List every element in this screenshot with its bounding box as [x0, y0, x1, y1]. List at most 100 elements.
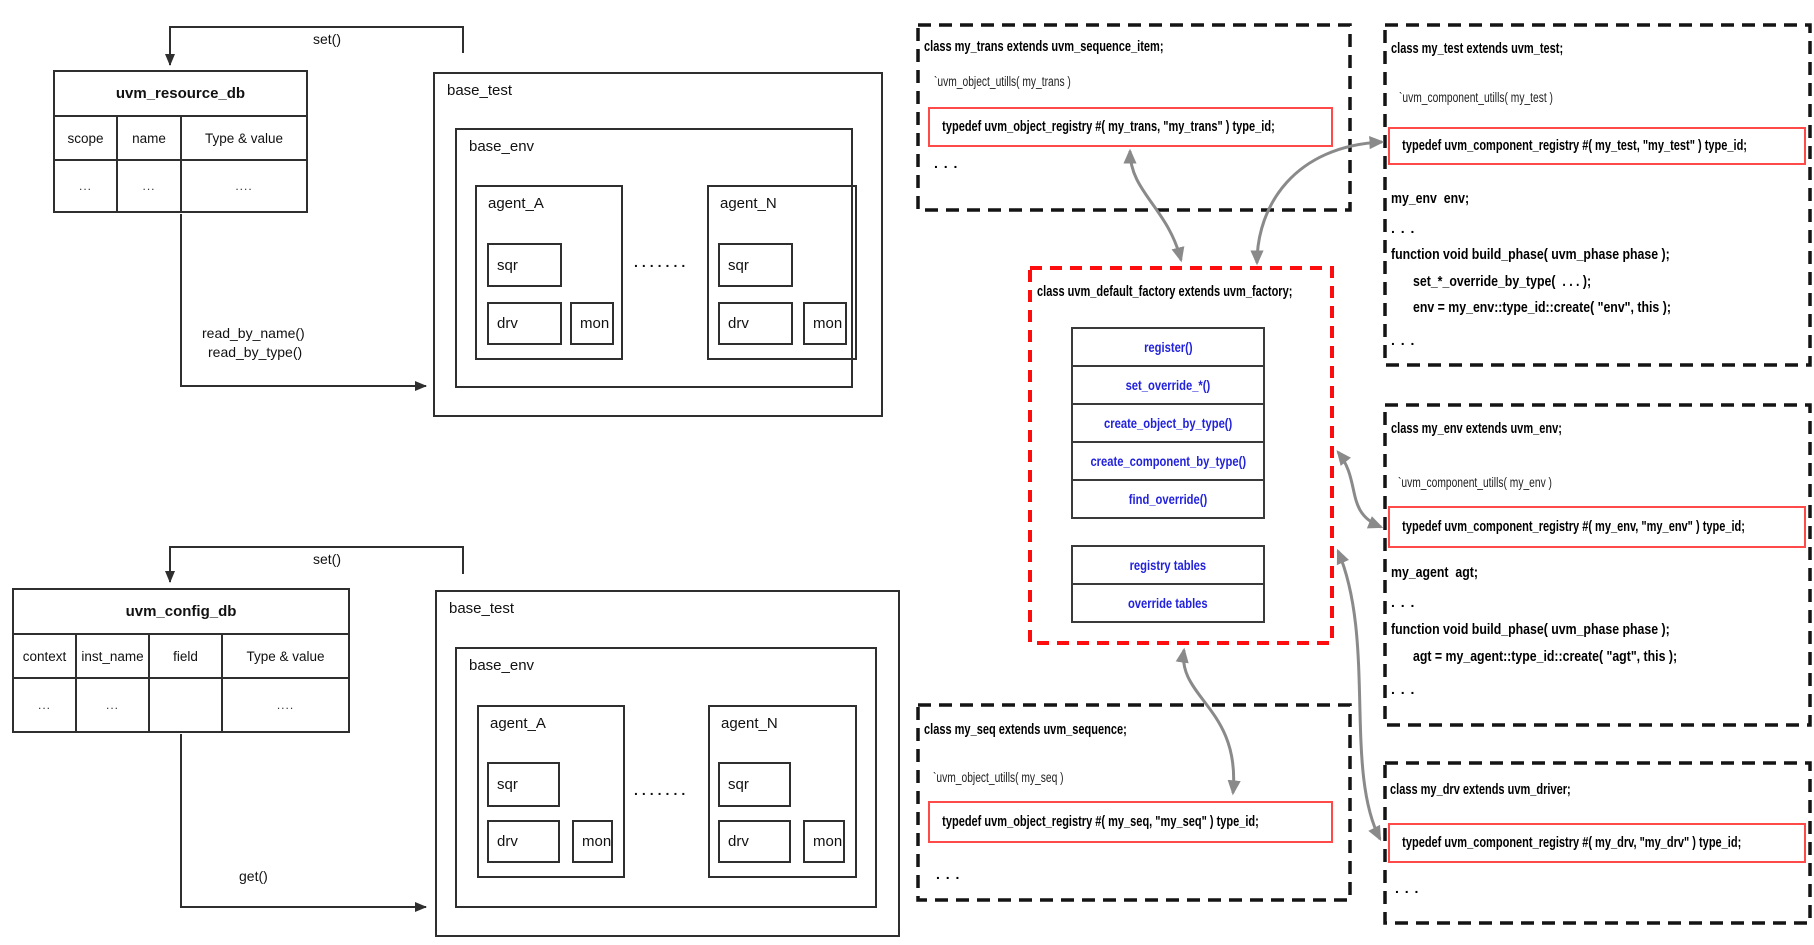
- drv-box: drv: [487, 820, 560, 863]
- my-test-utils-text: `uvm_component_utills( my_test ): [1399, 90, 1553, 105]
- config-cell: ....: [276, 698, 295, 712]
- my-test-body-line: function void build_phase( uvm_phase pha…: [1391, 246, 1719, 264]
- my-drv-typedef-text: typedef uvm_component_registry #( my_drv…: [1402, 835, 1742, 851]
- read-label: read_by_name()read_by_type(): [202, 324, 305, 362]
- agent-a-top-frame: [475, 185, 623, 360]
- agents-ellipsis-top: .......: [634, 254, 690, 270]
- factory-method-set-override: set_override_*(): [1071, 365, 1265, 405]
- factory-method-find-override: find_override(): [1071, 479, 1265, 519]
- agents-ellipsis-bottom: .......: [634, 782, 690, 798]
- uvm-config-db-table: uvm_config_db context inst_name field Ty…: [12, 588, 350, 733]
- my-env-build-phase: function void build_phase( uvm_phase pha…: [1391, 622, 1670, 638]
- factory-class-line: class uvm_default_factory extends uvm_fa…: [1037, 283, 1373, 301]
- factory-method-register: register(): [1071, 327, 1265, 367]
- sqr-box: sqr: [718, 762, 791, 807]
- resource-cell: ...: [55, 161, 118, 211]
- my-trans-class-text: class my_trans extends uvm_sequence_item…: [924, 39, 1164, 55]
- config-db-data-row: ... ... ....: [14, 679, 348, 731]
- arrow-factory-test: [1250, 135, 1385, 266]
- my-env-class-line: class my_env extends uvm_env;: [1391, 420, 1616, 438]
- my-trans-class-line: class my_trans extends uvm_sequence_item…: [924, 38, 1239, 56]
- config-cell: [150, 679, 223, 731]
- factory-class-text: class uvm_default_factory extends uvm_fa…: [1037, 284, 1293, 300]
- agent-n-top-label: agent_N: [720, 195, 777, 212]
- my-env-create-agt: agt = my_agent::type_id::create( "agt", …: [1413, 649, 1678, 665]
- factory-method-create-object: create_object_by_type(): [1071, 403, 1265, 443]
- resource-db-title: uvm_resource_db: [55, 72, 306, 117]
- sqr-box: sqr: [487, 243, 562, 287]
- base-env-top-frame: [455, 128, 853, 388]
- base-test-bottom-label: base_test: [449, 600, 515, 617]
- agent-a-top-label: agent_A: [488, 195, 544, 212]
- set-label-top: set(): [313, 31, 341, 47]
- my-trans-ellipsis: . . .: [934, 155, 959, 171]
- my-drv-ellipsis: . . .: [1395, 880, 1420, 896]
- resource-db-header-row: scope name Type & value: [55, 117, 306, 161]
- base-test-top-label: base_test: [447, 82, 513, 99]
- my-test-body-line: set_*_override_by_type( . . . );: [1413, 273, 1623, 291]
- my-env-utils-line: `uvm_component_utills( my_env ): [1398, 474, 1601, 491]
- base-env-top-label: base_env: [469, 138, 535, 155]
- my-test-env-decl: my_env env;: [1391, 191, 1470, 207]
- arrow-factory-drv: [1336, 548, 1382, 842]
- my-test-utils-line: `uvm_component_utills( my_test ): [1399, 89, 1602, 106]
- my-test-box-border: [1383, 23, 1812, 367]
- my-env-typedef-highlight: typedef uvm_component_registry #( my_env…: [1388, 506, 1806, 548]
- agent-n-top-frame: [707, 185, 857, 360]
- my-seq-typedef-highlight: typedef uvm_object_registry #( my_seq, "…: [928, 801, 1333, 843]
- base-env-bottom-label: base_env: [469, 657, 535, 674]
- my-seq-class-text: class my_seq extends uvm_sequence;: [924, 722, 1127, 738]
- my-trans-utils-line: `uvm_object_utills( my_trans ): [934, 73, 1114, 90]
- config-col-field: field: [150, 635, 223, 677]
- resource-col-type: Type & value: [204, 130, 284, 146]
- mon-box: mon: [803, 302, 847, 345]
- set-arrow-bottom: [165, 546, 464, 583]
- base-test-top-frame: [433, 72, 883, 417]
- factory-table-stack: registry tables override tables: [1071, 545, 1265, 623]
- config-cell: ...: [14, 679, 77, 731]
- get-arrow: [180, 734, 427, 912]
- my-test-body-line: my_env env;: [1391, 190, 1483, 208]
- my-seq-class-line: class my_seq extends uvm_sequence;: [924, 721, 1191, 739]
- my-test-class-line: class my_test extends uvm_test;: [1391, 40, 1617, 58]
- my-env-ellipsis: . . .: [1391, 594, 1416, 610]
- resource-cell: ....: [235, 179, 253, 193]
- my-env-body-line: function void build_phase( uvm_phase pha…: [1391, 621, 1719, 639]
- config-col-inst-name: inst_name: [77, 635, 150, 677]
- config-col-type: Type & value: [246, 648, 325, 664]
- my-test-ellipsis: . . .: [1391, 220, 1416, 236]
- my-seq-typedef-text: typedef uvm_object_registry #( my_seq, "…: [942, 814, 1259, 830]
- agent-n-bottom-label: agent_N: [721, 715, 778, 732]
- my-env-utils-text: `uvm_component_utills( my_env ): [1398, 475, 1552, 490]
- agent-a-bottom-frame: [477, 705, 625, 878]
- drv-box: drv: [718, 820, 791, 863]
- my-test-ellipsis: . . .: [1391, 332, 1416, 348]
- arrow-trans-factory: [1123, 148, 1185, 263]
- mon-box: mon: [570, 302, 614, 345]
- mon-box: mon: [572, 820, 613, 863]
- set-label-bottom: set(): [313, 551, 341, 567]
- set-arrow-top: [165, 26, 464, 66]
- my-env-body-line: agt = my_agent::type_id::create( "agt", …: [1413, 648, 1724, 666]
- sqr-box: sqr: [487, 762, 560, 807]
- my-drv-class-text: class my_drv extends uvm_driver;: [1390, 782, 1571, 798]
- my-drv-typedef-highlight: typedef uvm_component_registry #( my_drv…: [1388, 823, 1806, 863]
- resource-col-name: name: [118, 117, 182, 159]
- read-by-type-label: read_by_type(): [208, 344, 303, 360]
- uvm-resource-db-table: uvm_resource_db scope name Type & value …: [53, 70, 308, 213]
- my-env-class-text: class my_env extends uvm_env;: [1391, 421, 1562, 437]
- factory-method-stack: register() set_override_*() create_objec…: [1071, 327, 1265, 519]
- arrow-factory-seq: [1175, 647, 1241, 796]
- my-test-set-override: set_*_override_by_type( . . . );: [1413, 274, 1592, 290]
- my-seq-ellipsis: . . .: [936, 866, 961, 882]
- factory-registry-tables: registry tables: [1071, 545, 1265, 585]
- my-trans-typedef-text: typedef uvm_object_registry #( my_trans,…: [942, 119, 1275, 135]
- config-db-title: uvm_config_db: [14, 590, 348, 635]
- my-env-agt-decl: my_agent agt;: [1391, 565, 1478, 581]
- factory-method-create-component: create_component_by_type(): [1071, 441, 1265, 481]
- my-drv-class-line: class my_drv extends uvm_driver;: [1390, 781, 1628, 799]
- my-test-body-line: env = my_env::type_id::create( "env", th…: [1413, 299, 1716, 317]
- resource-col-scope: scope: [55, 117, 118, 159]
- my-seq-utils-line: `uvm_object_utills( my_seq ): [933, 769, 1105, 786]
- my-test-class-text: class my_test extends uvm_test;: [1391, 41, 1564, 57]
